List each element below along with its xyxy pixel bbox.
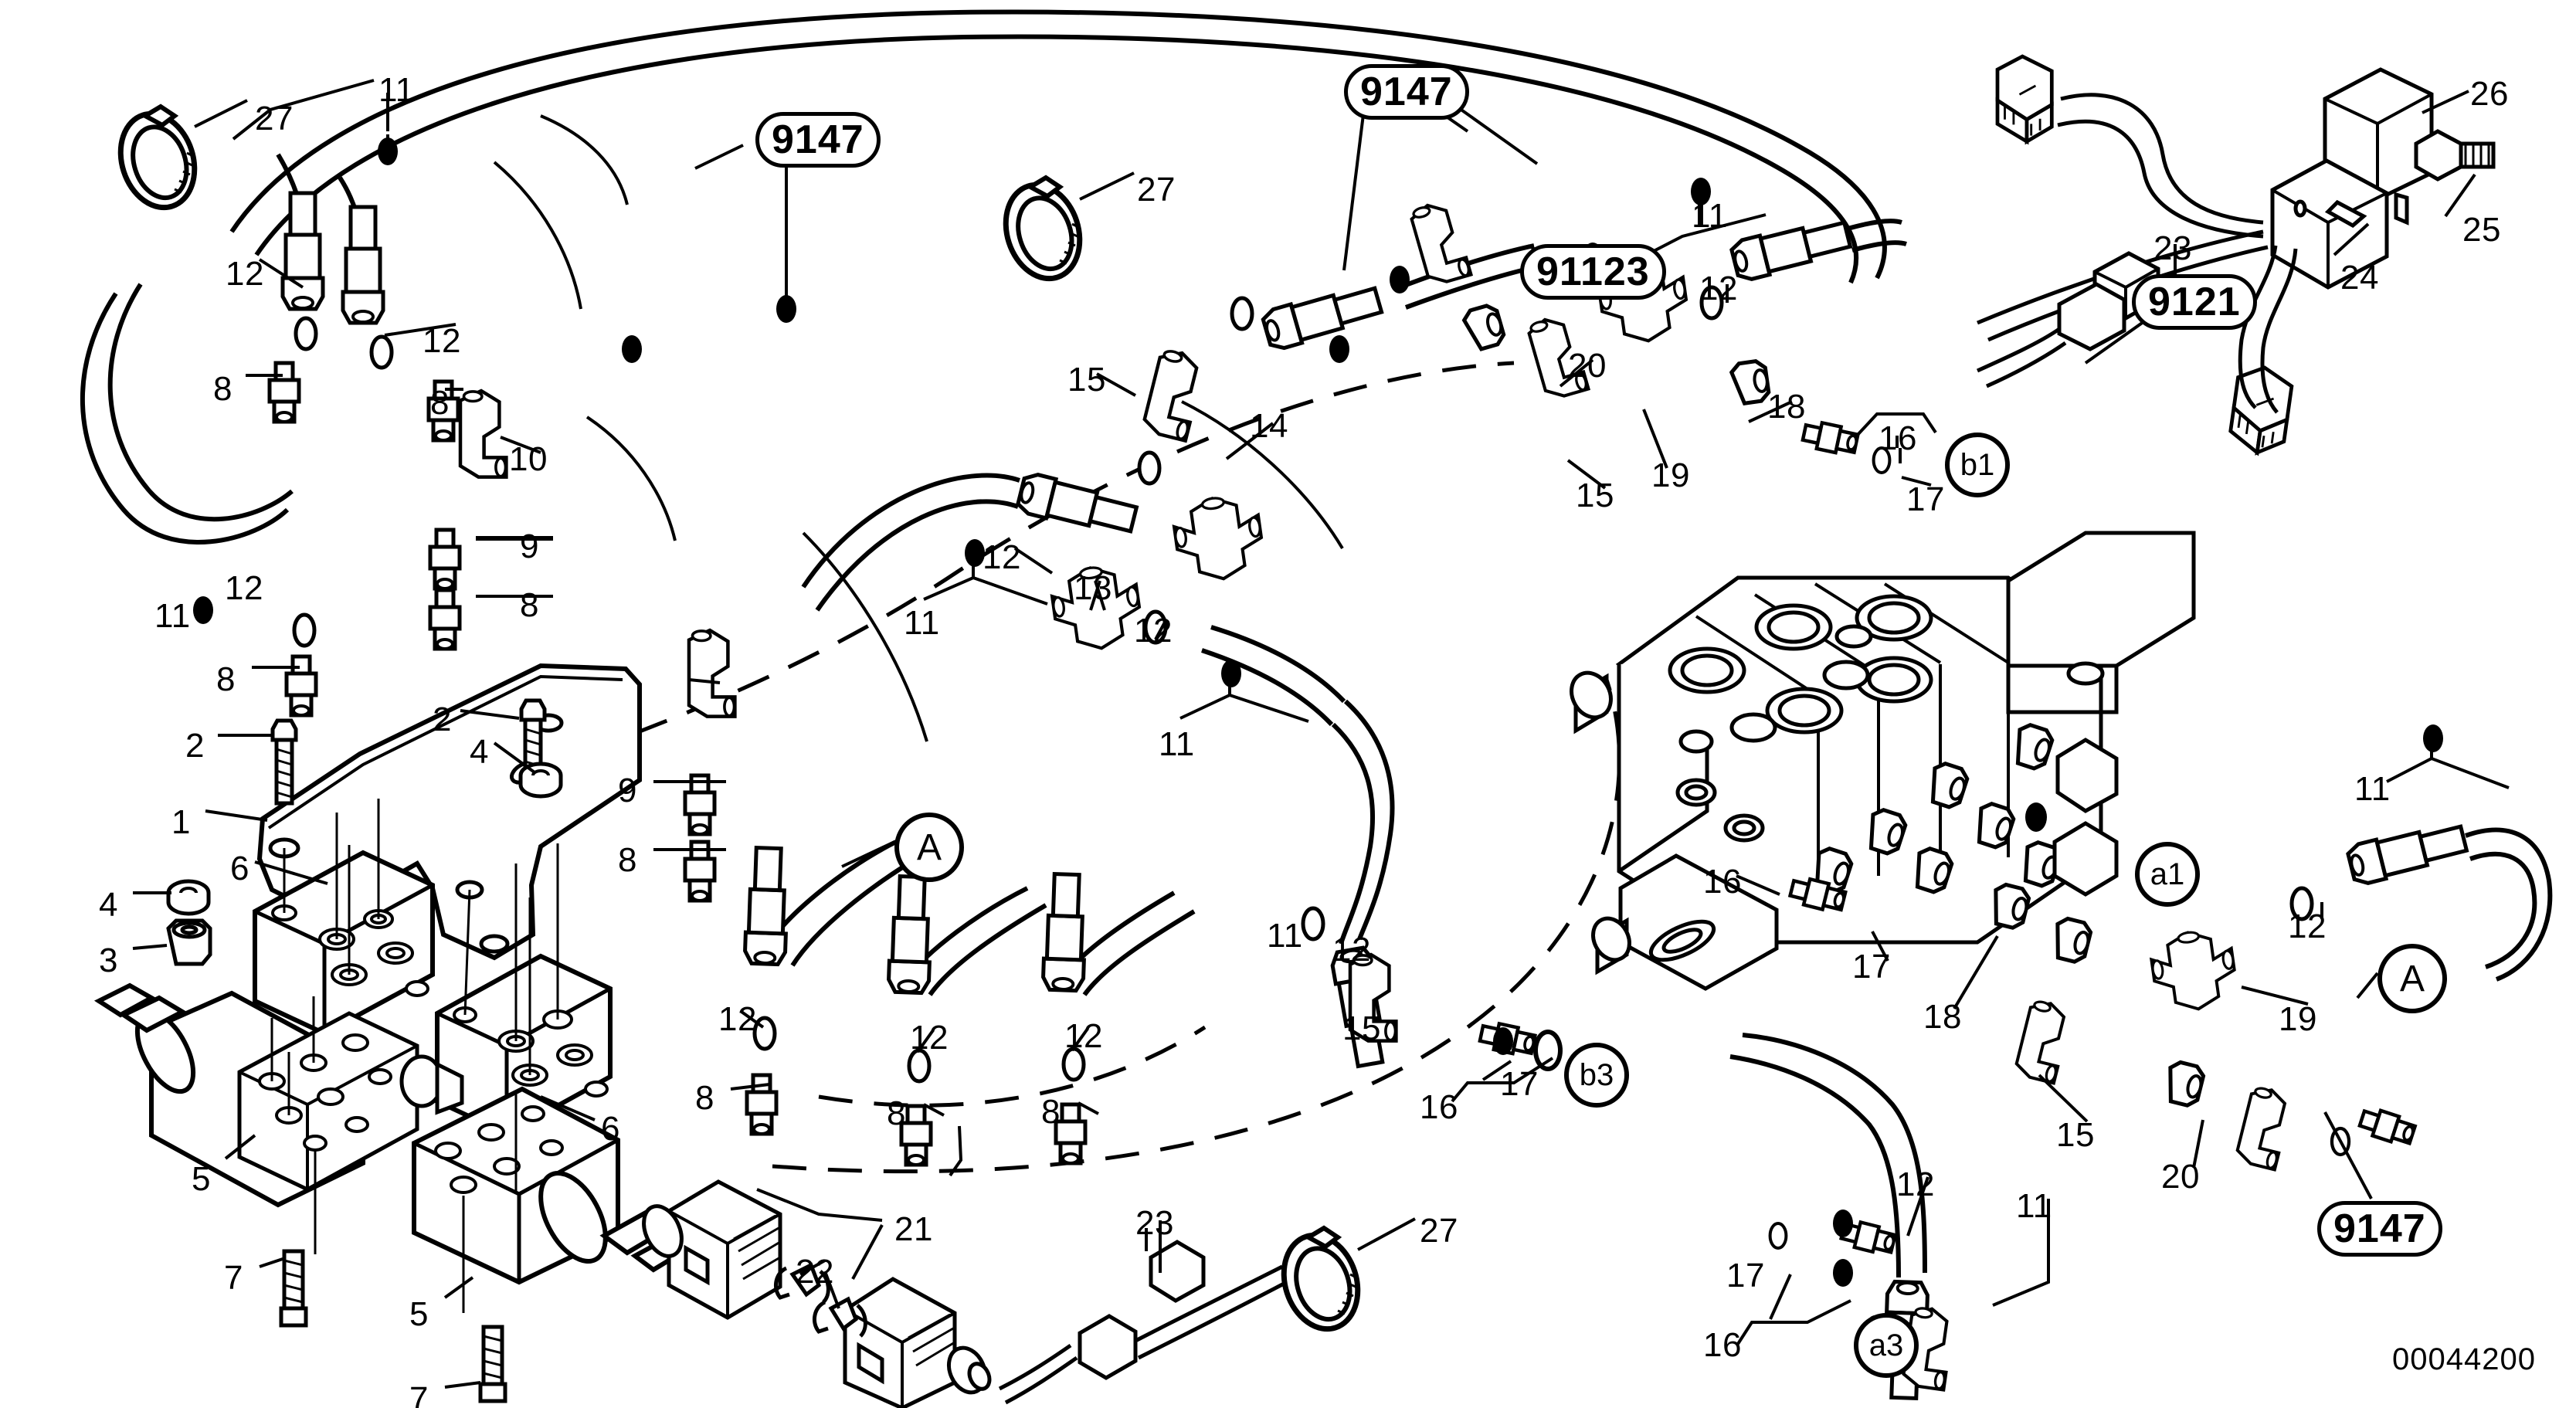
callout-number: 14	[1250, 407, 1288, 445]
callout-number: 11	[1692, 197, 1728, 235]
callout-number: 11	[1267, 917, 1303, 955]
group-tag-9121: 9121	[2132, 274, 2257, 330]
callout-number: 12	[1896, 1165, 1935, 1203]
callout-number: 12	[423, 322, 461, 360]
callout-number: 4	[99, 886, 118, 924]
reference-bubble-b1: b1	[1945, 433, 2010, 497]
callout-number: 20	[1568, 347, 1607, 385]
callout-number: 11	[154, 597, 191, 635]
callout-number: 12	[225, 569, 263, 607]
callout-number: 20	[2161, 1158, 2200, 1196]
callout-number: 7	[409, 1380, 429, 1408]
drawing-number: 00044200	[2392, 1342, 2536, 1376]
callout-number: 3	[99, 941, 118, 979]
callout-number: 17	[1852, 948, 1891, 986]
callout-number: 6	[230, 850, 249, 887]
callout-number: 17	[1726, 1257, 1765, 1294]
callout-number: 6	[601, 1110, 620, 1148]
callout-number: 17	[1906, 480, 1945, 518]
callout-number: 16	[1879, 419, 1917, 457]
callout-number: 22	[796, 1253, 834, 1291]
callout-number: 12	[983, 538, 1021, 576]
callout-number: 12	[1134, 612, 1173, 650]
callout-number: 19	[2279, 1000, 2317, 1038]
callout-number: 2	[185, 727, 205, 765]
callout-number: 12	[1699, 270, 1738, 307]
callout-number: 19	[1651, 456, 1690, 494]
callout-number: 24	[2340, 259, 2379, 297]
callout-number: 23	[2153, 229, 2192, 267]
callout-number: 5	[192, 1160, 211, 1198]
callout-number: 15	[1576, 477, 1614, 514]
callout-number: 13	[1074, 569, 1112, 607]
callout-number: 16	[1420, 1088, 1458, 1126]
group-tag-91123: 91123	[1520, 244, 1666, 300]
callout-number: 10	[509, 440, 548, 478]
callout-number: 15	[1342, 1009, 1381, 1047]
callout-number: 8	[695, 1079, 714, 1117]
callout-number: 5	[409, 1295, 429, 1333]
callout-number: 17	[1500, 1065, 1539, 1103]
callout-number: 21	[894, 1210, 933, 1248]
callout-number: 18	[1767, 388, 1806, 426]
group-tag-9147: 9147	[755, 112, 881, 168]
group-tag-9147: 9147	[2317, 1201, 2442, 1257]
callout-number: 27	[1420, 1212, 1458, 1250]
callout-number: 8	[213, 370, 232, 408]
callout-number: 16	[1703, 1326, 1742, 1364]
reference-bubble-a3: a3	[1854, 1313, 1919, 1378]
callout-number: 11	[904, 604, 940, 642]
callout-number: 8	[618, 841, 637, 879]
callout-number: 11	[378, 71, 415, 109]
callout-number: 27	[1137, 171, 1176, 209]
callout-number: 23	[1135, 1204, 1174, 1242]
callout-number: 27	[255, 100, 294, 137]
callout-number: 11	[1159, 725, 1195, 763]
callout-number: 16	[1703, 863, 1742, 901]
reference-bubble-a1: a1	[2135, 842, 2200, 907]
reference-bubble-b3: b3	[1564, 1043, 1629, 1108]
callout-number: 4	[470, 733, 489, 771]
callout-number: 12	[1332, 931, 1371, 969]
callout-number: 2	[433, 701, 452, 738]
callout-number: 8	[887, 1094, 906, 1132]
callout-number: 8	[216, 660, 236, 698]
group-tag-9147: 9147	[1344, 64, 1469, 120]
reference-bubble-A: A	[894, 813, 964, 882]
callout-number: 25	[2462, 211, 2501, 249]
callout-number: 7	[224, 1259, 243, 1297]
callout-number: 15	[1067, 361, 1106, 399]
callout-number: 12	[910, 1019, 949, 1057]
callout-number: 1	[171, 803, 191, 841]
callout-number: 12	[1064, 1017, 1103, 1055]
callout-number: 8	[430, 384, 450, 422]
callout-number: 26	[2470, 75, 2509, 113]
callout-number: 12	[2288, 908, 2327, 945]
callout-number: 18	[1923, 998, 1962, 1036]
callout-number: 8	[520, 586, 539, 624]
reference-bubble-A: A	[2377, 944, 2447, 1013]
callout-number: 8	[1041, 1093, 1061, 1131]
callout-number: 12	[226, 255, 264, 293]
callout-number: 11	[2354, 770, 2391, 808]
callout-number: 15	[2056, 1116, 2095, 1154]
callout-number: 11	[2016, 1187, 2052, 1225]
callout-number: 9	[618, 772, 637, 809]
callout-number: 12	[718, 1000, 757, 1038]
callout-number: 9	[520, 528, 539, 565]
